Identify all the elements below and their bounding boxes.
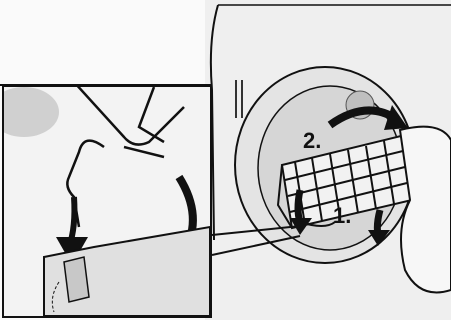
hand — [398, 125, 451, 294]
leader-line — [211, 225, 301, 236]
basket-hook — [299, 221, 336, 227]
leader-line — [211, 235, 301, 256]
arrows-step-1 — [290, 189, 390, 246]
arrow-step-2 — [327, 105, 408, 130]
basket-rack — [276, 133, 414, 230]
step-label-2: 2. — [303, 128, 322, 153]
detail-inset-drawing — [4, 87, 210, 316]
step-label-1: 1. — [333, 203, 352, 228]
vent-slots — [235, 80, 243, 118]
detail-inset — [2, 85, 212, 318]
